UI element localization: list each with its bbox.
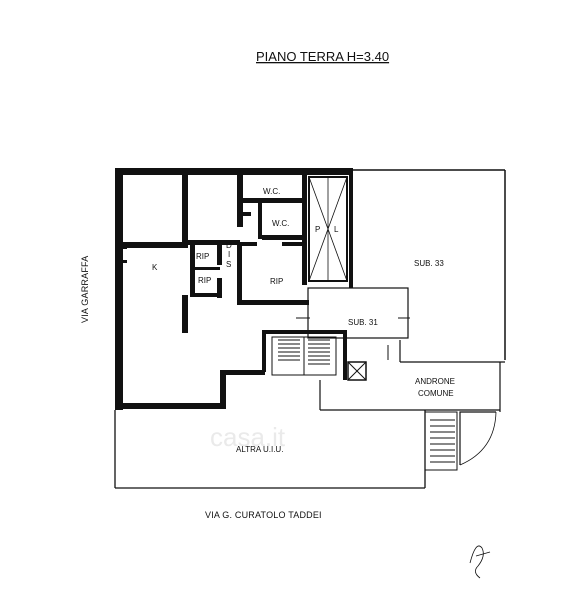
signature-mark <box>469 545 491 579</box>
stair-treads <box>278 339 330 365</box>
watermark-logo: casa.it <box>210 422 286 452</box>
label-p: P <box>315 225 320 234</box>
label-sub31: SUB. 31 <box>348 318 378 327</box>
label-l: L <box>334 225 339 234</box>
label-rip-2: RIP <box>198 276 211 285</box>
central-rooms <box>123 242 309 333</box>
label-altra-uiu: ALTRA U.I.U. <box>236 445 283 454</box>
label-wc-top: W.C. <box>263 187 280 196</box>
street-left-label: VIA GARRAFFA <box>80 256 90 323</box>
label-dis-d: D <box>226 241 232 250</box>
street-bottom-label: VIA G. CURATOLO TADDEI <box>205 510 322 520</box>
label-wc-bottom: W.C. <box>272 219 289 228</box>
altra-uiu-block <box>114 410 426 489</box>
outer-walls <box>115 168 506 410</box>
label-androne-1: ANDRONE <box>415 377 455 386</box>
stair-block <box>262 287 410 381</box>
label-dis-s: S <box>226 260 231 269</box>
label-k: K <box>152 263 158 272</box>
label-dis-i: I <box>228 250 230 259</box>
upper-rooms <box>115 175 348 285</box>
label-rip-3: RIP <box>270 277 283 286</box>
plan-title: PIANO TERRA H=3.40 <box>256 49 389 64</box>
androne-block <box>319 340 505 471</box>
label-sub33: SUB. 33 <box>414 259 444 268</box>
label-rip-1: RIP <box>196 252 209 261</box>
label-androne-2: COMUNE <box>418 389 454 398</box>
